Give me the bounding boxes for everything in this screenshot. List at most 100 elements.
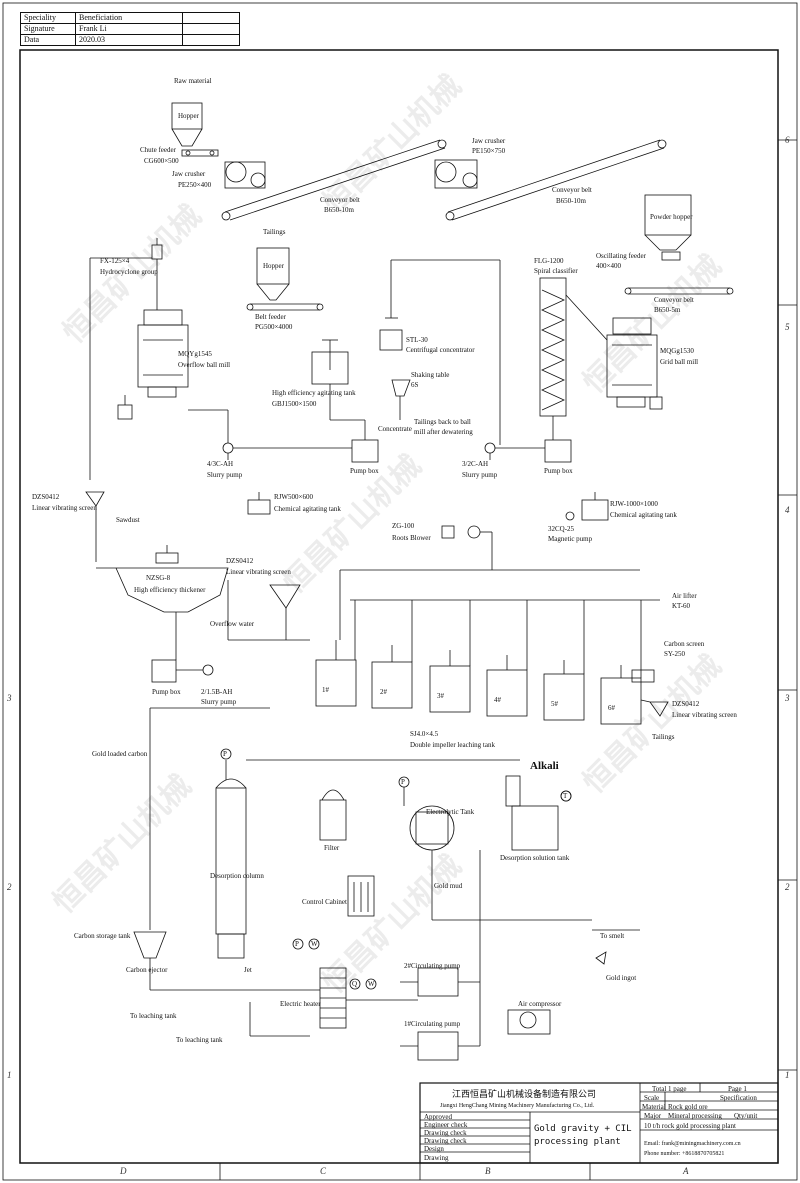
label-screen-2: Linear vibrating screen <box>226 568 291 576</box>
gauge-t-label: T <box>563 792 568 800</box>
label-tank-1: 1# <box>322 686 329 694</box>
label-centrifugal-model: STL-30 <box>406 336 428 344</box>
label-tailings-back-2: mill after dewatering <box>414 428 473 436</box>
header-row: Speciality Beneficiation <box>20 12 240 24</box>
label-conveyor-3-model: B650-5m <box>654 306 681 314</box>
label-gold-mud: Gold mud <box>434 882 463 890</box>
label-air-lifter: Air lifter <box>672 592 697 600</box>
header-key: Speciality <box>20 12 76 24</box>
title-company-cn: 江西恒昌矿山机械设备制造有限公司 <box>452 1090 597 1100</box>
title-approved: Approved <box>424 1113 452 1121</box>
title-drawing-check: Drawing check <box>424 1137 467 1145</box>
label-concentrate: Concentrate <box>378 425 412 433</box>
label-carbon-ejector: Carbon ejector <box>126 966 168 974</box>
label-tank-5: 5# <box>551 700 558 708</box>
label-chute-feeder-model: CG600×500 <box>144 157 179 165</box>
label-slurry-pump-3: Slurry pump <box>201 698 237 706</box>
title-drawing: Drawing <box>424 1154 449 1162</box>
label-screen-1-model: DZS0412 <box>32 493 60 501</box>
title-qty: Qty/unit <box>734 1112 758 1120</box>
label-grid-ball-mill-model: MQGg1530 <box>660 347 694 355</box>
label-oscillating-feeder-model: 400×400 <box>596 262 621 270</box>
gauge-q-label: Q <box>352 980 358 988</box>
label-control-cabinet: Control Cabinet <box>302 898 347 906</box>
header-blank <box>182 23 240 35</box>
label-pump-box-2: Pump box <box>544 467 573 475</box>
label-to-leaching-2: To leaching tank <box>176 1036 223 1044</box>
label-overflow-mill: Overflow ball mill <box>178 361 231 369</box>
header-key: Signature <box>20 23 76 35</box>
label-conveyor-2: Conveyor belt <box>552 186 592 194</box>
title-major-key: Major <box>644 1112 662 1120</box>
label-sawdust: Sawdust <box>116 516 140 524</box>
label-leaching-model: SJ4.0×4.5 <box>410 730 439 738</box>
label-slurry-pump-1: Slurry pump <box>207 471 243 479</box>
label-gold-ingot: Gold ingot <box>606 974 637 982</box>
title-phone: Phone number: +8618870705821 <box>644 1151 725 1157</box>
ruler-number: 3 <box>785 693 790 703</box>
title-page: Page 1 <box>728 1085 747 1093</box>
label-carbon-screen-model: SY-250 <box>664 650 686 658</box>
title-material-value: Rock gold ore <box>668 1103 708 1111</box>
gauge-w-label: W <box>311 940 318 948</box>
label-conveyor-2-model: B650-10m <box>556 197 586 205</box>
label-jaw-crusher-2-model: PE150×750 <box>472 147 506 155</box>
label-hopper: Hopper <box>178 112 199 120</box>
label-thickener-model: NZSG-8 <box>146 574 171 582</box>
label-conveyor-1-model: B650-10m <box>324 206 354 214</box>
label-shaking-table-model: 6S <box>411 381 419 389</box>
label-belt-feeder-model: PG500×4000 <box>255 323 293 331</box>
title-scale: Scale <box>644 1094 660 1102</box>
gauge-p-label: P <box>223 750 227 758</box>
label-conveyor-1: Conveyor belt <box>320 196 360 204</box>
label-jaw-crusher-1-model: PE250×400 <box>178 181 212 189</box>
label-screen-2-model: DZS0412 <box>226 557 254 565</box>
label-tank-6: 6# <box>608 704 615 712</box>
ruler-number: 6 <box>785 135 790 145</box>
label-belt-feeder: Belt feeder <box>255 313 286 321</box>
label-chem-tank-1: Chemical agitating tank <box>274 505 341 513</box>
label-grid-ball-mill: Grid ball mill <box>660 358 699 366</box>
title-major-value: Mineral processing <box>668 1112 722 1120</box>
label-tailings-top: Tailings <box>263 228 286 236</box>
label-slurry-pump-2: Slurry pump <box>462 471 498 479</box>
label-oscillating-feeder: Oscillating feeder <box>596 252 646 260</box>
title-line2: processing plant <box>534 1137 621 1147</box>
label-gold-loaded-carbon: Gold loaded carbon <box>92 750 148 758</box>
label-chem-tank-2: Chemical agitating tank <box>610 511 677 519</box>
title-design: Design <box>424 1145 444 1153</box>
header-blank <box>182 12 240 24</box>
label-to-smelt: To smelt <box>600 932 625 940</box>
label-chute-feeder: Chute feeder <box>140 146 176 154</box>
title-engineer-check: Engineer check <box>424 1121 468 1129</box>
label-chem-tank-2-model: RJW-1000×1000 <box>610 500 658 508</box>
gauge-w-label: W <box>368 980 375 988</box>
label-electric-heater: Electric heater <box>280 1000 321 1008</box>
label-magnetic-pump-model: 32CQ-25 <box>548 525 575 533</box>
label-jaw-crusher-1: Jaw crusher <box>172 170 206 178</box>
ruler-number: 5 <box>785 322 790 332</box>
ruler-number: 1 <box>785 1070 790 1080</box>
ruler-number: 2 <box>7 882 12 892</box>
gauge-p-label: P <box>401 778 405 786</box>
label-screen-3-model: DZS0412 <box>672 700 700 708</box>
ruler-letter: B <box>485 1166 491 1176</box>
ruler-letter: A <box>683 1166 689 1176</box>
label-hopper-2: Hopper <box>263 262 284 270</box>
label-shaking-table: Shaking table <box>411 371 450 379</box>
label-jaw-crusher-2: Jaw crusher <box>472 137 506 145</box>
label-hydrocyclone-model: FX-125×4 <box>100 257 130 265</box>
label-slurry-pump-1-model: 4/3C-AH <box>207 460 234 468</box>
ruler-letter: D <box>120 1166 127 1176</box>
label-alkali: Alkali <box>530 760 559 772</box>
label-filter: Filter <box>324 844 340 852</box>
header-value: 2020.03 <box>75 34 183 46</box>
label-centrifugal: Centrifugal concentrator <box>406 346 475 354</box>
label-thickener: High efficiency thickener <box>134 586 206 594</box>
label-electrolytic-tank: Electrolytic Tank <box>426 808 475 816</box>
label-roots: Roots Blower <box>392 534 431 542</box>
label-hydrocyclone: Hydrocyclone group <box>100 268 158 276</box>
label-raw-material: Raw material <box>174 77 212 85</box>
header-value: Beneficiation <box>75 12 183 24</box>
